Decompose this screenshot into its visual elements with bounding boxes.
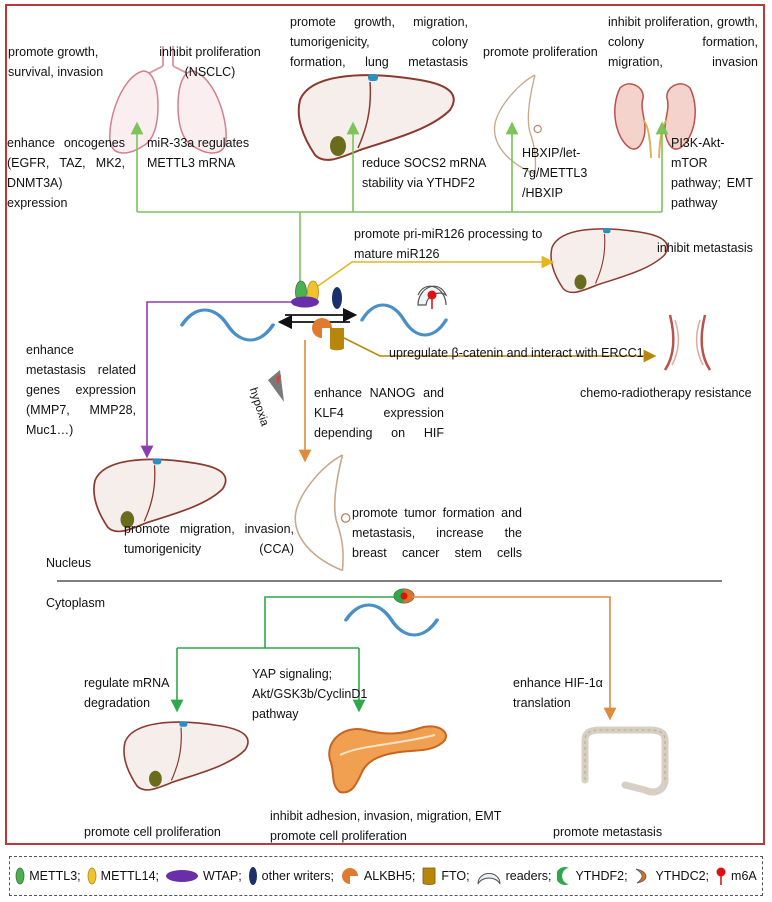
legend-mettl3: METTL3; xyxy=(15,867,81,885)
mettl3-icon xyxy=(15,867,25,885)
cyto-colon-outcome: promote metastasis xyxy=(553,825,663,839)
erasers xyxy=(312,318,344,351)
cyto-colon-mechanism: enhance HIF-1α translation xyxy=(513,676,603,710)
fto-mechanism: upregulate β-catenin and interact with E… xyxy=(389,346,644,360)
legend-label: METTL3; xyxy=(29,869,81,883)
legend-label: FTO; xyxy=(441,869,470,883)
cytoplasm-orange-arrow xyxy=(412,596,617,721)
fto-icon xyxy=(422,867,436,885)
legend-mettl14: METTL14; xyxy=(87,867,159,885)
cytoplasm-label: Cytoplasm xyxy=(46,596,106,610)
fto-shape xyxy=(330,328,344,351)
liver-top-outcome: promote growth, migration, tumorigenicit… xyxy=(290,15,468,69)
lung-left-outcome: promote growth, survival, invasion xyxy=(8,45,104,79)
nucleus-label: Nucleus xyxy=(46,556,92,570)
legend-box: METTL3; METTL14; WTAP; other writers; AL… xyxy=(9,856,763,896)
legend-alkbh5: ALKBH5; xyxy=(340,866,415,886)
m6a-icon xyxy=(716,867,726,885)
alkbh5-icon xyxy=(341,868,358,884)
legend-label: m6A xyxy=(731,869,757,883)
alkbh5-outcome: promote tumor formation and metastasis, … xyxy=(352,506,522,560)
cyto-pancreas-outcome-1: inhibit adhesion, invasion, migration, E… xyxy=(270,809,502,823)
readers-icon xyxy=(477,873,501,885)
mettl14-icon xyxy=(87,867,97,885)
ythdf2-icon xyxy=(557,867,570,885)
wtap-outcome: promote migration, invasion, tumorigenic… xyxy=(124,522,294,556)
kidney-mechanism: PI3K-Akt-mTOR pathway; EMT pathway xyxy=(671,136,753,210)
main-frame xyxy=(5,4,765,845)
purple-arrow-wtap xyxy=(140,301,300,459)
legend-readers: readers; xyxy=(476,866,552,886)
legend-label: YTHDC2; xyxy=(655,869,710,883)
other-writers-shape xyxy=(332,287,342,309)
legend-ythdf2: YTHDF2; xyxy=(557,866,628,886)
rna-strand-left xyxy=(180,308,275,342)
breast-top-outcome: promote proliferation xyxy=(483,45,598,59)
cyto-pancreas-outcome-2: promote cell proliferation xyxy=(270,829,407,843)
legend-wtap: WTAP; xyxy=(165,869,242,883)
cytoplasm-green-arrows xyxy=(170,596,396,713)
alkbh5-shape xyxy=(312,318,332,338)
legend-ythdc2: YTHDC2; xyxy=(634,866,709,886)
liver-illustration-top xyxy=(297,73,455,161)
legend-label: ALKBH5; xyxy=(363,869,416,883)
cyto-pancreas-mechanism: YAP signaling; Akt/GSK3b/CyclinD1 pathwa… xyxy=(252,667,368,721)
breast-top-mechanism: HBXIP/let-7g/METTL3 /HBXIP xyxy=(522,146,588,200)
ythdc2-icon xyxy=(635,868,646,884)
wtap-icon xyxy=(166,870,199,882)
pancreas-illustration xyxy=(328,725,447,794)
fto-outcome: chemo-radiotherapy resistance xyxy=(580,386,752,400)
wtap-shape xyxy=(291,296,319,308)
green-tree-arrows xyxy=(130,121,669,282)
kidney-outcome: inhibit proliferation, growth, colony fo… xyxy=(608,15,758,69)
colon-illustration xyxy=(581,726,669,796)
legend-fto: FTO; xyxy=(421,866,470,886)
diagram-canvas xyxy=(57,45,722,796)
cytoplasm-reader-complex xyxy=(344,588,439,637)
hypoxia-triangle xyxy=(268,370,284,402)
other-writers-icon xyxy=(248,867,257,885)
legend-label: readers; xyxy=(505,869,552,883)
legend-label: YTHDF2; xyxy=(575,869,628,883)
legend-m6a: m6A xyxy=(715,866,757,886)
esophagus-illustration xyxy=(663,314,712,371)
cyto-liver-outcome: promote cell proliferation xyxy=(84,825,221,839)
yellow-arrow-mir126 xyxy=(317,255,555,287)
lung-mechanism-mir33a: miR-33a regulates METTL3 mRNA xyxy=(147,136,250,170)
mir126-mechanism: promote pri-miR126 processing to mature … xyxy=(354,227,543,261)
rna-strand-right xyxy=(360,303,448,337)
lung-right-outcome: inhibit proliferation (NSCLC) xyxy=(159,45,261,79)
alkbh5-mechanism: enhance NANOG and KLF4 expression depend… xyxy=(314,386,444,440)
reader-with-m6a xyxy=(417,285,448,309)
breast-illustration-stem xyxy=(294,454,351,572)
fto-arrow xyxy=(337,334,657,363)
liver-illustration-cyto xyxy=(123,720,249,791)
liver-illustration-mir126 xyxy=(550,227,669,294)
legend-other-writers: other writers; xyxy=(248,866,334,886)
wtap-mechanism: enhance metastasis related genes express… xyxy=(26,343,136,437)
writer-complex xyxy=(291,280,342,309)
legend-label: other writers; xyxy=(261,869,334,883)
legend-label: WTAP; xyxy=(203,869,242,883)
cyto-liver-mechanism: regulate mRNA degradation xyxy=(84,676,169,710)
liver-top-mechanism: reduce SOCS2 mRNA stability via YTHDF2 xyxy=(362,156,486,190)
legend-label: METTL14; xyxy=(100,869,160,883)
mir126-outcome: inhibit metastasis xyxy=(657,241,753,255)
lung-mechanism-oncogenes: enhance oncogenes (EGFR, TAZ, MK2, DNMT3… xyxy=(7,136,125,210)
